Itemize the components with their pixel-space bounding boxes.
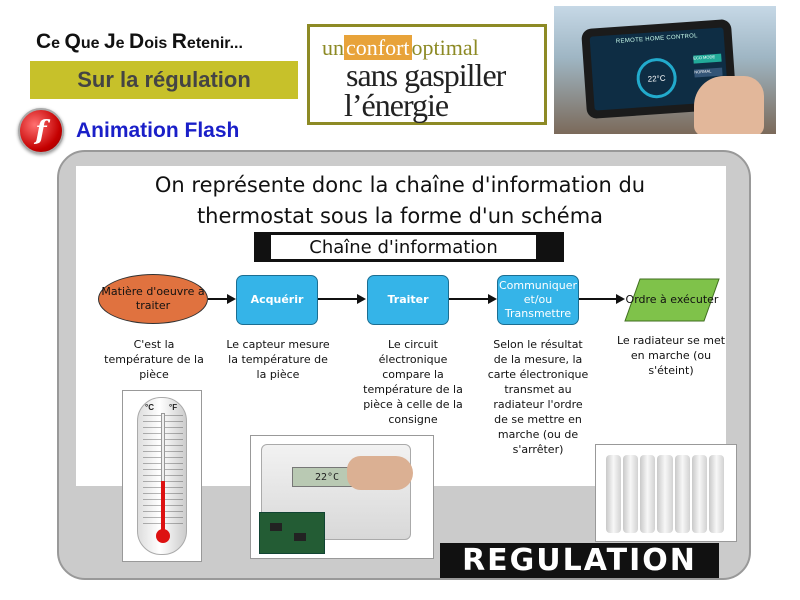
tablet-photo: REMOTE HOME CONTROL 22°C ECO MODE NORMAL <box>554 6 776 134</box>
chain-description: Le capteur mesure la température de la p… <box>226 338 330 381</box>
slogan-line1: unconfortoptimal <box>322 35 479 61</box>
thermometer-unit-c: °C <box>145 403 154 412</box>
title-rest: ue <box>80 35 104 52</box>
radiator-fin <box>606 455 622 533</box>
page-header-title: Ce Que Je Dois Retenir... <box>36 30 243 54</box>
chain-description: C'est la température de la pièce <box>104 338 204 381</box>
regulation-banner: REGULATION <box>440 543 719 578</box>
chain-arrow-line <box>208 298 228 300</box>
subtitle-banner: Sur la régulation <box>30 61 298 99</box>
radiator-fin <box>623 455 639 533</box>
arrow-right-icon <box>357 294 366 304</box>
chain-description: Selon le résultat de la mesure, la carte… <box>487 338 589 456</box>
slogan-line3: l’énergie <box>344 87 449 123</box>
tablet-temperature-gauge: 22°C <box>635 56 678 100</box>
title-initial: R <box>171 30 187 53</box>
thermometer-photo: °C °F <box>122 390 202 562</box>
chain-node-communiquer: Communiquer et/ou Transmettre <box>497 275 579 325</box>
radiator-fin <box>657 455 673 533</box>
title-rest: etenir... <box>186 35 243 52</box>
chain-node-ordre-label: Ordre à exécuter <box>625 293 719 306</box>
slogan-line2: sans gaspiller <box>346 57 506 93</box>
tablet-screen-title: REMOTE HOME CONTROL <box>615 33 699 45</box>
title-rest: e <box>51 35 65 52</box>
slogan-highlight: confort <box>344 35 412 60</box>
title-initial: Q <box>64 30 81 53</box>
slogan-word: optimal <box>411 35 479 60</box>
regulation-banner-text: REGULATION <box>462 543 697 578</box>
thermostat-photo: 22°C <box>250 435 434 559</box>
chain-node-acquerir: Acquérir <box>236 275 318 325</box>
chip-shape <box>270 523 282 531</box>
title-initial: D <box>129 30 145 53</box>
radiator-fin <box>640 455 656 533</box>
chain-description: Le radiateur se met en marche (ou s'étei… <box>616 334 726 377</box>
circuit-board-image <box>259 512 325 554</box>
arrow-right-icon <box>227 294 236 304</box>
chain-label: Chaîne d'information <box>271 235 536 259</box>
chip-shape <box>294 533 306 541</box>
chain-arrow-line <box>579 298 617 300</box>
title-initial: C <box>36 30 52 53</box>
main-title: On représente donc la chaîne d'informati… <box>78 170 722 232</box>
thermometer-mercury <box>161 481 165 533</box>
radiator-image <box>606 455 724 533</box>
tablet-eco-button: ECO MODE <box>693 53 722 64</box>
hand-image <box>694 76 764 134</box>
chain-description: Le circuit électronique compare la tempé… <box>363 338 463 426</box>
main-title-line1: On représente donc la chaîne d'informati… <box>154 173 646 197</box>
parallelogram-shape <box>624 278 720 322</box>
chain-node-ordre: Ordre à exécuter <box>624 278 720 322</box>
flash-label[interactable]: Animation Flash <box>76 119 240 142</box>
main-title-line2: thermostat sous la forme d'un schéma <box>196 204 604 228</box>
slogan-word: un <box>322 35 344 60</box>
slogan-logo: unconfortoptimal sans gaspiller l’énergi… <box>307 24 547 125</box>
thermometer-unit-f: °F <box>169 403 178 412</box>
finger-image <box>347 456 413 490</box>
title-rest: ois <box>144 35 172 52</box>
arrow-right-icon <box>616 294 625 304</box>
radiator-fin <box>691 455 707 533</box>
thermostat-display: 22°C <box>292 467 362 487</box>
flash-animation-link[interactable]: f Animation Flash <box>18 108 239 154</box>
chain-arrow-line <box>318 298 358 300</box>
radiator-photo <box>595 444 737 542</box>
radiator-fin <box>674 455 690 533</box>
radiator-fin <box>708 455 724 533</box>
title-rest: e <box>115 35 130 52</box>
arrow-right-icon <box>488 294 497 304</box>
flash-icon[interactable]: f <box>18 108 64 154</box>
thermometer-bulb <box>156 529 170 543</box>
chain-node-matiere: Matière d'oeuvre à traiter <box>98 274 208 324</box>
title-initial: J <box>103 30 116 53</box>
chain-arrow-line <box>449 298 489 300</box>
chain-node-traiter: Traiter <box>367 275 449 325</box>
